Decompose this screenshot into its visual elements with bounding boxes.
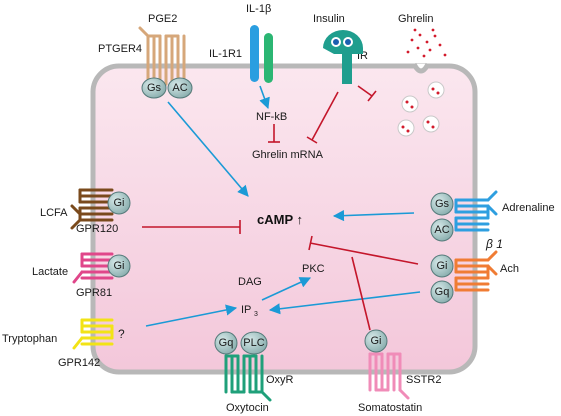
- insulin-receptor: [323, 30, 363, 84]
- gi-protein-bottom: Gi: [364, 329, 388, 353]
- inhibit-gpr120-camp: [142, 220, 241, 234]
- oxytocin-receptor: [224, 354, 272, 402]
- secretion-notch: [411, 62, 431, 74]
- inhibit-sstr2-camp: [351, 256, 371, 331]
- gq-protein-right: Gq: [430, 280, 454, 304]
- ac-protein-right: AC: [430, 218, 454, 242]
- ir-label: IR: [357, 50, 368, 62]
- inhibit-nfkb-ghrelin-mrna: [268, 124, 280, 143]
- arrow-ip3-to-pkc: [261, 277, 312, 301]
- svg-text:Gi: Gi: [371, 335, 382, 347]
- svg-text:Gs: Gs: [435, 198, 450, 210]
- unknown-g-protein-mark: ?: [118, 327, 125, 341]
- ptger4-label: PTGER4: [98, 43, 142, 55]
- ghrelin-vesicles: [397, 81, 445, 137]
- il1r1-receptor-a: [250, 25, 259, 82]
- inhibit-ir-ghrelin-mrna: [306, 91, 339, 144]
- somatostatin-label: Somatostatin: [358, 402, 422, 414]
- arrow-il1r1-to-nfkb: [259, 85, 270, 110]
- plc-protein-bottom: PLC: [240, 331, 268, 355]
- gs-protein-top: Gs: [141, 77, 167, 99]
- svg-text:AC: AC: [434, 224, 449, 236]
- arrow-adrenergic-to-camp: [332, 210, 415, 222]
- gi-protein-gpr120: Gi: [107, 191, 131, 215]
- tryptophan-label: Tryptophan: [2, 333, 57, 345]
- ach-label: Ach: [500, 263, 519, 275]
- gq-protein-bottom: Gq: [214, 331, 238, 355]
- arrow-ac-to-camp: [167, 101, 249, 197]
- svg-text:Gi: Gi: [437, 260, 448, 272]
- adrenergic-receptor: [454, 190, 498, 232]
- oxyr-label: OxyR: [266, 374, 294, 386]
- ip3-label: IP 3: [241, 304, 258, 318]
- il1b-label: IL-1β: [246, 3, 271, 15]
- gi-protein-gpr81: Gi: [107, 254, 131, 278]
- svg-text:Gq: Gq: [435, 286, 450, 298]
- activation-arrows: [145, 85, 421, 327]
- oxytocin-label: Oxytocin: [226, 402, 269, 414]
- inhibition-lines: [142, 85, 419, 331]
- svg-text:Gs: Gs: [147, 82, 162, 94]
- gi-protein-right: Gi: [430, 254, 454, 278]
- ac-protein-top: AC: [167, 77, 193, 99]
- svg-text:Gi: Gi: [114, 197, 125, 209]
- gs-protein-right: Gs: [430, 192, 454, 216]
- ghrelin-particles: [406, 28, 447, 58]
- muscarinic-receptor: [454, 250, 498, 292]
- gpr81-label: GPR81: [76, 287, 112, 299]
- beta1-label: β 1: [485, 237, 503, 251]
- pge2-label: PGE2: [148, 13, 177, 25]
- gpr142-label: GPR142: [58, 357, 100, 369]
- svg-text:AC: AC: [172, 82, 187, 94]
- svg-text:IP: IP: [241, 304, 251, 316]
- sstr2-receptor: [368, 352, 410, 400]
- inhibit-gi-camp: [308, 235, 419, 265]
- svg-text:Gi: Gi: [114, 260, 125, 272]
- sstr2-label: SSTR2: [406, 374, 441, 386]
- dag-label: DAG: [238, 276, 262, 288]
- svg-text:Gq: Gq: [219, 337, 234, 349]
- arrow-gpr142-to-ip3: [145, 304, 238, 327]
- svg-text:PLC: PLC: [243, 337, 264, 349]
- ghrelin-label: Ghrelin: [398, 13, 433, 25]
- gpr142-receptor: [72, 318, 114, 350]
- ghrelin-mrna-label: Ghrelin mRNA: [252, 149, 324, 161]
- lcfa-label: LCFA: [40, 207, 68, 219]
- svg-text:3: 3: [254, 311, 258, 318]
- insulin-label: Insulin: [313, 13, 345, 25]
- arrow-gq-to-ip3: [268, 291, 421, 315]
- adrenaline-label: Adrenaline: [502, 202, 555, 214]
- il1r1-label: IL-1R1: [209, 48, 242, 60]
- pkc-label: PKC: [302, 263, 325, 275]
- il1r1-receptor-b: [264, 33, 273, 83]
- lactate-label: Lactate: [32, 266, 68, 278]
- inhibit-ir-secretion: [357, 85, 377, 102]
- gpr120-label: GPR120: [76, 223, 118, 235]
- camp-label: cAMP ↑: [257, 212, 303, 227]
- nfkb-label: NF-kB: [256, 111, 287, 123]
